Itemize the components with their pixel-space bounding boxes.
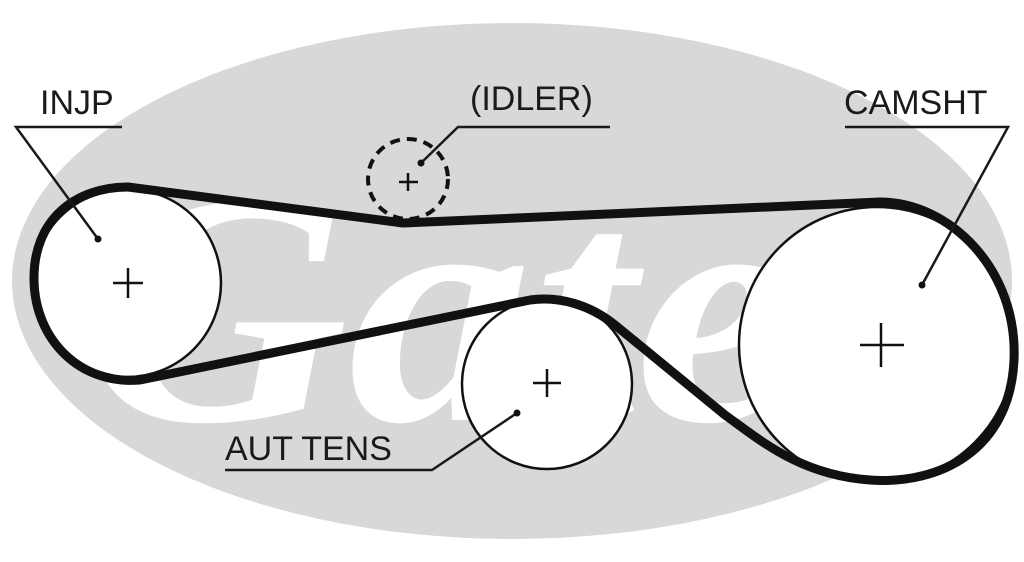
idler-label: (IDLER) (470, 80, 593, 118)
aut-tens-center-cross (533, 369, 561, 397)
idler-center-cross (399, 173, 418, 191)
aut-tens-leader-dot (513, 409, 521, 417)
aut-tens-leader-line (225, 411, 518, 472)
injp-label: INJP (40, 84, 114, 122)
idler-leader-line (420, 125, 610, 164)
camsht-label: CAMSHT (844, 84, 988, 122)
injp-leader-dot (94, 235, 102, 243)
camsht-leader-dot (918, 281, 926, 289)
timing-belt (29, 182, 1019, 485)
camsht-leader-line (845, 125, 1011, 286)
idler-pulley (366, 137, 450, 221)
injp-center-cross (113, 268, 143, 298)
idler-leader-dot (417, 159, 425, 167)
injp-leader-line (13, 125, 122, 240)
camsht-center-cross (860, 323, 904, 367)
aut-tens-label: AUT TENS (225, 430, 392, 468)
